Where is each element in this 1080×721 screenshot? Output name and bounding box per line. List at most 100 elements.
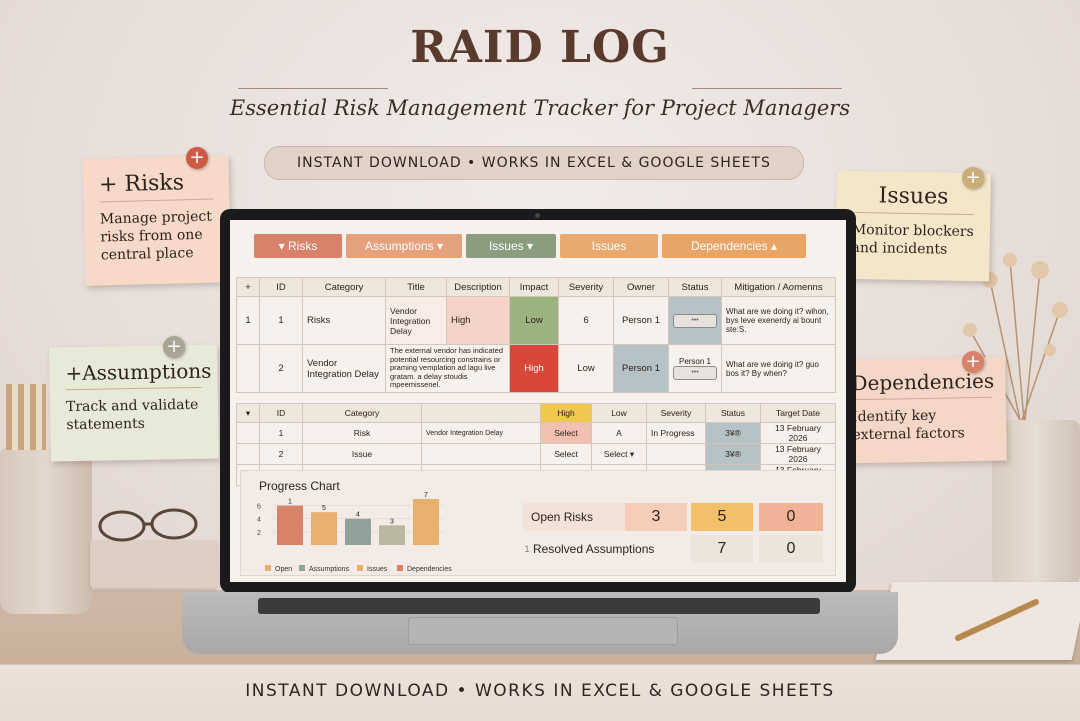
cell-high[interactable]: Select <box>540 422 592 444</box>
cell-description[interactable]: High <box>446 296 510 345</box>
cell-title[interactable] <box>421 443 541 465</box>
bar-data-label: 1 <box>288 499 292 506</box>
open-risks-label: Open Risks <box>523 503 627 531</box>
y-tick-label: 6 <box>257 504 261 511</box>
col-toggle[interactable]: ▾ <box>236 403 260 423</box>
note-divider <box>851 396 992 401</box>
col-owner: Owner <box>613 277 669 297</box>
bar <box>413 499 439 545</box>
col-id: ID <box>259 403 303 423</box>
col-mitigation: Mitigation / Aomenns <box>721 277 836 297</box>
cell-low[interactable]: Select ▾ <box>591 443 647 465</box>
cell-status[interactable]: 3¥® <box>705 443 761 465</box>
download-pill: INSTANT DOWNLOAD • WORKS IN EXCEL & GOOG… <box>264 146 804 180</box>
cell-low[interactable]: A <box>591 422 647 444</box>
notebook <box>90 540 218 588</box>
col-status: Status <box>668 277 722 297</box>
col-description: Description <box>446 277 510 297</box>
cell-mitigation[interactable]: What are we doing it? guo bos it? By whe… <box>721 344 836 393</box>
laptop-screen: ▾ Risks Assumptions ▾ Issues ▾ Issues De… <box>230 220 846 582</box>
cell-category[interactable]: Issue <box>302 443 422 465</box>
raid-table: + ID Category Title Description Impact S… <box>236 277 836 393</box>
cell-impact[interactable]: High <box>509 344 559 393</box>
table-row[interactable]: 1 1 Risks Vendor Integration Delay High … <box>236 296 836 345</box>
resolved-assumptions-label: Resolved Assumptions <box>533 535 683 563</box>
cell-id[interactable]: 1 <box>259 422 303 444</box>
legend-swatch <box>397 565 403 571</box>
table-row[interactable]: 1 Risk Vendor Integration Delay Select A… <box>236 422 836 444</box>
cell-id[interactable]: 2 <box>259 344 303 393</box>
plus-icon[interactable]: + <box>163 336 185 358</box>
webcam <box>535 213 540 218</box>
pencils <box>6 384 46 450</box>
cell-title[interactable]: Vendor Integration Delay <box>385 296 447 345</box>
legend-swatch <box>299 565 305 571</box>
cell-title[interactable]: Vendor Integration Delay <box>421 422 541 444</box>
plus-icon[interactable]: + <box>962 351 984 373</box>
cell-title[interactable]: The external vendor has indicated potent… <box>385 344 510 393</box>
plus-icon[interactable]: + <box>186 147 208 169</box>
col-category: Category <box>302 277 386 297</box>
cell-status[interactable]: ••• <box>668 296 722 345</box>
col-severity: Severity <box>558 277 614 297</box>
col-add[interactable]: + <box>236 277 260 297</box>
resolved-prefix: 1 <box>524 544 530 554</box>
legend-label: Assumptions <box>309 566 350 573</box>
cell-severity[interactable]: Low <box>558 344 614 393</box>
cell-id[interactable]: 2 <box>259 443 303 465</box>
note-issues-body: Monitor blockers and incidents <box>851 221 974 258</box>
note-risks: + Risks Manage project risks from one ce… <box>82 155 232 286</box>
cell-id[interactable]: 1 <box>259 296 303 345</box>
plus-icon[interactable]: + <box>962 167 984 189</box>
cell-target-date[interactable]: 13 February 2026 <box>760 443 836 465</box>
laptop-keyboard <box>258 598 820 614</box>
status-toggle[interactable]: ••• <box>673 366 717 380</box>
resolved-value-1: 7 <box>691 535 753 563</box>
col-title: Title <box>385 277 447 297</box>
cell-category[interactable]: Risk <box>302 422 422 444</box>
cell-owner[interactable]: Person 1 <box>613 344 669 393</box>
cell-category[interactable]: Risks <box>302 296 386 345</box>
laptop-trackpad[interactable] <box>408 617 678 645</box>
cell-status[interactable]: 3¥® <box>705 422 761 444</box>
cell-owner[interactable]: Person 1 <box>613 296 669 345</box>
cell-severity[interactable] <box>646 443 706 465</box>
table-row[interactable]: 2 Issue Select Select ▾ 3¥® 13 February … <box>236 443 836 465</box>
cell-status[interactable]: Person 1••• <box>668 344 722 393</box>
chart-title: Progress Chart <box>259 479 340 493</box>
tab-issues-2[interactable]: Issues <box>560 234 658 258</box>
col-status: Status <box>705 403 761 423</box>
cell-category[interactable]: Vendor Integration Delay <box>302 344 386 393</box>
tab-risks[interactable]: ▾ Risks <box>254 234 342 258</box>
note-divider <box>852 211 975 216</box>
bar <box>311 512 337 545</box>
table-row[interactable]: 2 Vendor Integration Delay The external … <box>236 344 836 393</box>
bar-data-label: 7 <box>424 492 428 499</box>
bar <box>345 518 371 545</box>
status-toggle[interactable]: ••• <box>673 313 717 328</box>
y-tick-label: 2 <box>257 530 261 537</box>
note-issues-title: Issues <box>878 183 949 210</box>
cell-severity[interactable]: In Progress <box>646 422 706 444</box>
cell-impact[interactable]: Low <box>509 296 559 345</box>
bar-data-label: 4 <box>356 512 360 519</box>
tab-assumptions[interactable]: Assumptions ▾ <box>346 234 462 258</box>
col-title <box>421 403 541 423</box>
col-impact: Impact <box>509 277 559 297</box>
row-number: 1 <box>236 296 260 345</box>
table-header-row: + ID Category Title Description Impact S… <box>236 277 836 297</box>
cell-high[interactable]: Select <box>540 443 592 465</box>
cell-severity[interactable]: 6 <box>558 296 614 345</box>
cell-mitigation[interactable]: What are we doing it? wihon, bys leve ex… <box>721 296 836 345</box>
note-risks-title: + Risks <box>98 170 185 198</box>
col-high: High <box>540 403 592 423</box>
col-low: Low <box>591 403 647 423</box>
tab-issues[interactable]: Issues ▾ <box>466 234 556 258</box>
y-tick-label: 4 <box>257 517 261 524</box>
page-subtitle: Essential Risk Management Tracker for Pr… <box>229 96 851 120</box>
tab-dependencies[interactable]: Dependencies ▴ <box>662 234 806 258</box>
note-dependencies: Dependencies Identify key external facto… <box>837 356 1007 464</box>
cell-target-date[interactable]: 13 February 2026 <box>760 422 836 444</box>
sheet-tabs: ▾ Risks Assumptions ▾ Issues ▾ Issues De… <box>254 234 828 260</box>
